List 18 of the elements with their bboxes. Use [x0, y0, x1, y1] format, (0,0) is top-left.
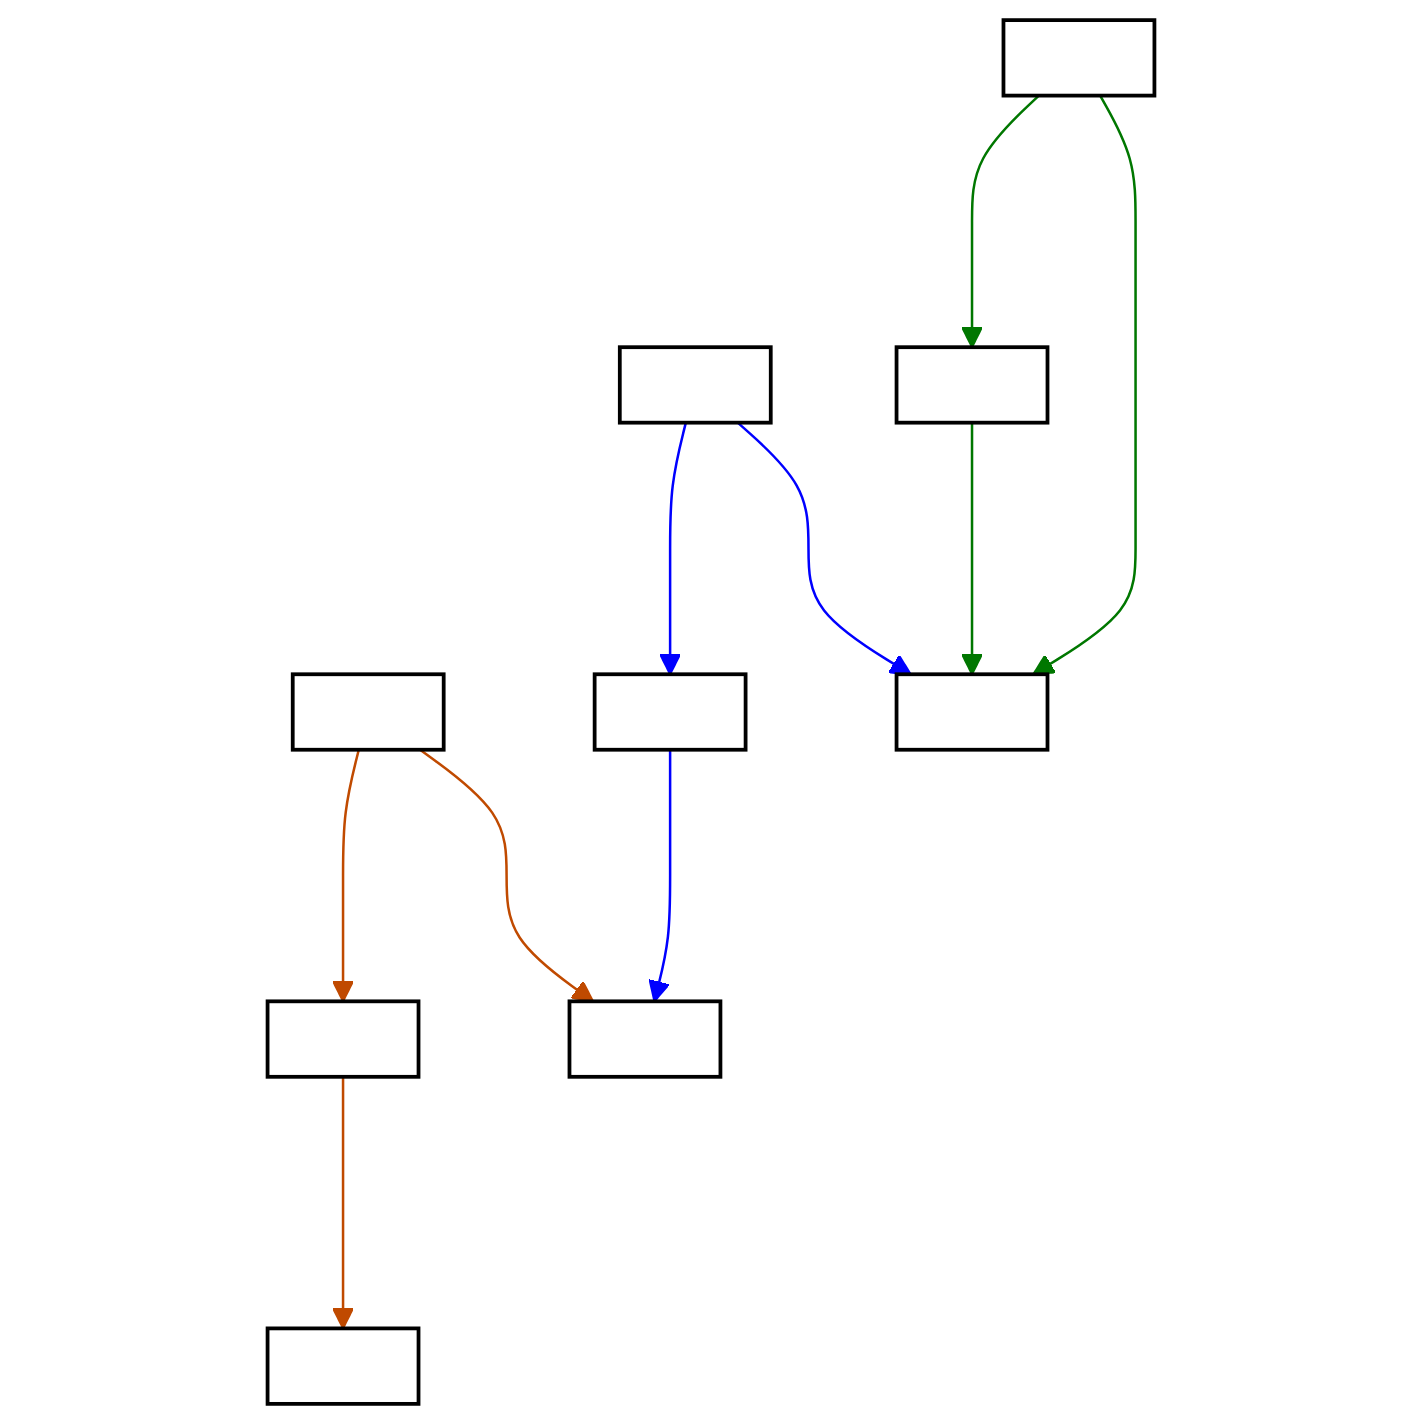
- node-box: [1001, 18, 1157, 98]
- node-box: [592, 672, 748, 752]
- arrow: [659, 422, 688, 676]
- arrow: [960, 422, 984, 676]
- node-box: [265, 999, 421, 1079]
- node-box: [894, 345, 1050, 425]
- arrow: [1032, 95, 1137, 676]
- node-box: [617, 345, 773, 425]
- arrow: [960, 94, 1040, 349]
- arrow: [648, 749, 672, 1003]
- node-box: [290, 672, 446, 752]
- node-box: [894, 672, 1050, 752]
- node-box: [265, 1326, 421, 1406]
- arrow: [332, 749, 360, 1003]
- node-box: [567, 999, 723, 1079]
- arrow: [419, 748, 595, 1003]
- arrow: [332, 1076, 355, 1330]
- arrow: [736, 421, 912, 676]
